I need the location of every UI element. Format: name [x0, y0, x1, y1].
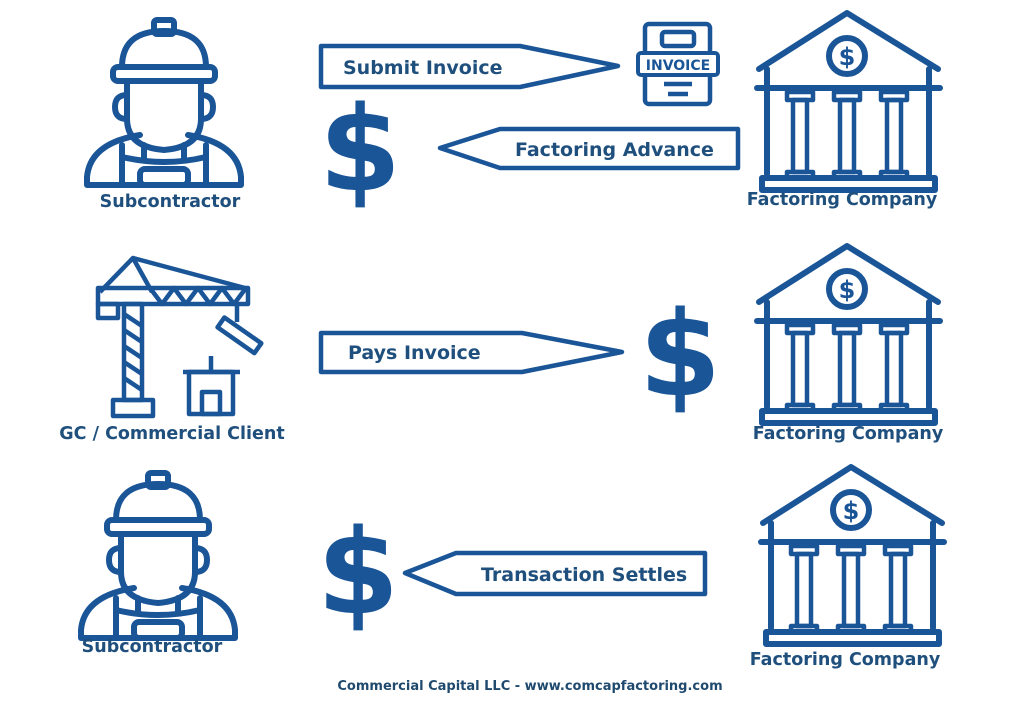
transaction-settles-arrow: Transaction Settles	[402, 550, 708, 597]
invoice-icon-text: INVOICE	[646, 58, 710, 74]
construction-worker-icon	[81, 473, 235, 638]
pays-invoice-arrow: Pays Invoice	[318, 330, 625, 375]
tower-crane-icon	[95, 255, 264, 419]
dollar-icon: $	[639, 285, 721, 423]
factoring-advance-arrow: Factoring Advance	[437, 126, 741, 171]
dollar-icon: $	[317, 503, 399, 641]
footer-credit: Commercial Capital LLC - www.comcapfacto…	[337, 679, 722, 694]
subcontractor-node-1: Subcontractor	[87, 20, 241, 212]
subcontractor-label: Subcontractor	[82, 637, 223, 657]
factoring-company-node-2: Factoring Company	[753, 246, 944, 444]
bank-icon	[757, 246, 940, 423]
construction-worker-icon	[87, 20, 241, 185]
gc-commercial-client-label: GC / Commercial Client	[59, 424, 284, 444]
bank-icon	[761, 467, 944, 644]
invoice-icon: INVOICE	[636, 21, 720, 107]
dollar-icon: $	[319, 80, 401, 218]
factoring-company-label: Factoring Company	[753, 424, 944, 444]
factoring-company-node-1: Factoring Company	[747, 13, 940, 210]
bank-icon	[757, 13, 940, 190]
left-arrow-shape	[402, 550, 708, 597]
submit-invoice-arrow: Submit Invoice	[318, 43, 621, 90]
right-arrow-shape	[318, 330, 625, 375]
gc-client-node: GC / Commercial Client	[59, 255, 285, 444]
submit-invoice-label: Submit Invoice	[343, 57, 503, 79]
right-arrow-shape	[318, 43, 621, 90]
factoring-company-label: Factoring Company	[747, 190, 938, 210]
subcontractor-label: Subcontractor	[100, 192, 241, 212]
left-arrow-shape	[437, 126, 741, 171]
factoring-advance-label: Factoring Advance	[515, 139, 714, 161]
factoring-company-node-3: Factoring Company	[750, 467, 944, 670]
subcontractor-node-2: Subcontractor	[81, 473, 235, 657]
transaction-settles-label: Transaction Settles	[481, 564, 687, 586]
factoring-company-label: Factoring Company	[750, 650, 941, 670]
pays-invoice-label: Pays Invoice	[348, 342, 481, 364]
